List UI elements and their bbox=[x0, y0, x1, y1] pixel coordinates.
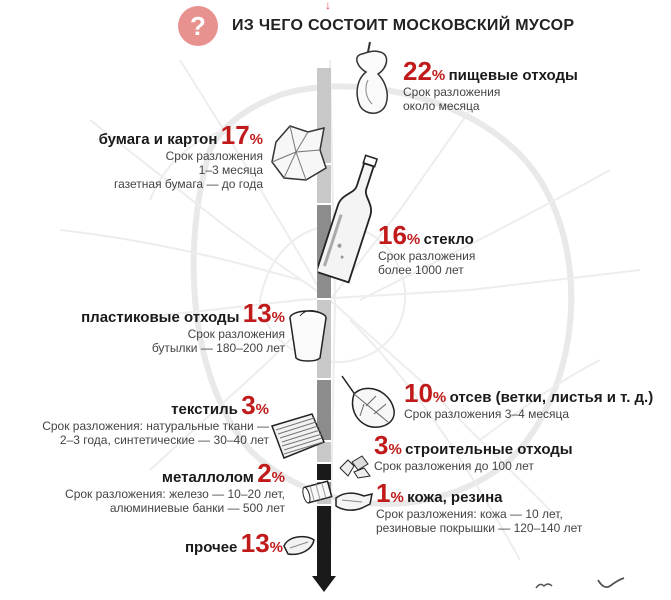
scale-segment-other bbox=[317, 504, 331, 578]
scale-segment-textile bbox=[317, 440, 331, 462]
metal-description: Срок разложения: железо — 10–20 лет, алю… bbox=[65, 487, 285, 515]
item-leather: 1% кожа, резина Срок разложения: кожа — … bbox=[376, 478, 583, 535]
textile-description: Срок разложения: натуральные ткани — 2–3… bbox=[42, 419, 269, 447]
glass-percent: 16% bbox=[378, 220, 421, 250]
item-textile: текстиль 3% Срок разложения: натуральные… bbox=[42, 390, 269, 447]
paper-description: Срок разложения 1–3 месяца газетная бума… bbox=[114, 149, 263, 191]
item-glass: 16% стекло Срок разложения более 1000 ле… bbox=[378, 220, 476, 277]
metal-percent: 2% bbox=[257, 458, 285, 488]
plastic-label: пластиковые отходы bbox=[81, 309, 240, 326]
misc-wrapper-icon bbox=[283, 535, 315, 556]
textile-percent: 3% bbox=[241, 390, 269, 420]
item-construction: 3% строительные отходы Срок разложения д… bbox=[374, 430, 573, 473]
screenings-description: Срок разложения 3–4 месяца bbox=[404, 407, 570, 421]
leaf-icon bbox=[341, 375, 395, 428]
other-label: прочее bbox=[184, 539, 238, 556]
screenings-label: отсев (ветки, листья и т. д.) bbox=[449, 389, 654, 406]
item-metal: металлолом 2% Срок разложения: железо — … bbox=[65, 458, 285, 515]
item-paper: бумага и картон 17% Срок разложения 1–3 … bbox=[98, 120, 263, 191]
food-label: пищевые отходы bbox=[448, 67, 578, 84]
leather-description: Срок разложения: кожа — 10 лет, резиновы… bbox=[376, 507, 583, 535]
paper-label: бумага и картон bbox=[98, 131, 218, 148]
leather-label: кожа, резина bbox=[407, 489, 503, 506]
screenings-percent: 10% bbox=[404, 378, 447, 408]
scale-segment-screenings bbox=[317, 378, 331, 440]
crumpled-paper-icon bbox=[271, 125, 327, 181]
question-icon: ? bbox=[178, 6, 218, 46]
textile-label: текстиль bbox=[171, 401, 238, 418]
scale-arrow-icon bbox=[312, 576, 336, 592]
header: ? ИЗ ЧЕГО СОСТОИТ МОСКОВСКИЙ МУСОР bbox=[178, 6, 574, 46]
metal-label: металлолом bbox=[161, 469, 254, 486]
glass-description: Срок разложения более 1000 лет bbox=[378, 249, 476, 277]
bird-icon bbox=[597, 577, 625, 589]
plastic-cup-icon bbox=[289, 310, 327, 362]
plastic-percent: 13% bbox=[242, 298, 285, 328]
bird-icon bbox=[535, 583, 553, 589]
paper-percent: 17% bbox=[220, 120, 263, 150]
glass-label: стекло bbox=[423, 231, 474, 248]
glass-bottle-icon bbox=[318, 154, 379, 284]
scale-segment-paper bbox=[317, 163, 331, 203]
construction-description: Срок разложения до 100 лет bbox=[374, 459, 534, 473]
apple-core-icon bbox=[356, 41, 389, 114]
page-title: ИЗ ЧЕГО СОСТОИТ МОСКОВСКИЙ МУСОР bbox=[232, 17, 575, 34]
construction-label: строительные отходы bbox=[405, 441, 573, 458]
scale-segment-construction bbox=[317, 462, 331, 480]
item-food: 22% пищевые отходы Срок разложения около… bbox=[403, 56, 578, 113]
food-description: Срок разложения около месяца bbox=[403, 85, 501, 113]
plastic-description: Срок разложения бутылки — 180–200 лет bbox=[151, 327, 285, 355]
tin-can-icon bbox=[302, 480, 333, 504]
item-screenings: 10% отсев (ветки, листья и т. д.) Срок р… bbox=[404, 378, 654, 421]
other-percent: 13% bbox=[240, 528, 283, 558]
item-plastic: пластиковые отходы 13% Срок разложения б… bbox=[81, 298, 285, 355]
leather-glove-icon bbox=[335, 492, 373, 511]
construction-percent: 3% bbox=[374, 430, 402, 460]
fabric-icon bbox=[271, 413, 325, 459]
item-other: прочее 13% bbox=[184, 528, 283, 558]
food-percent: 22% bbox=[403, 56, 446, 86]
top-arrow-icon: ↓ bbox=[325, 0, 331, 12]
rubble-icon bbox=[339, 455, 371, 479]
leather-percent: 1% bbox=[376, 478, 404, 508]
